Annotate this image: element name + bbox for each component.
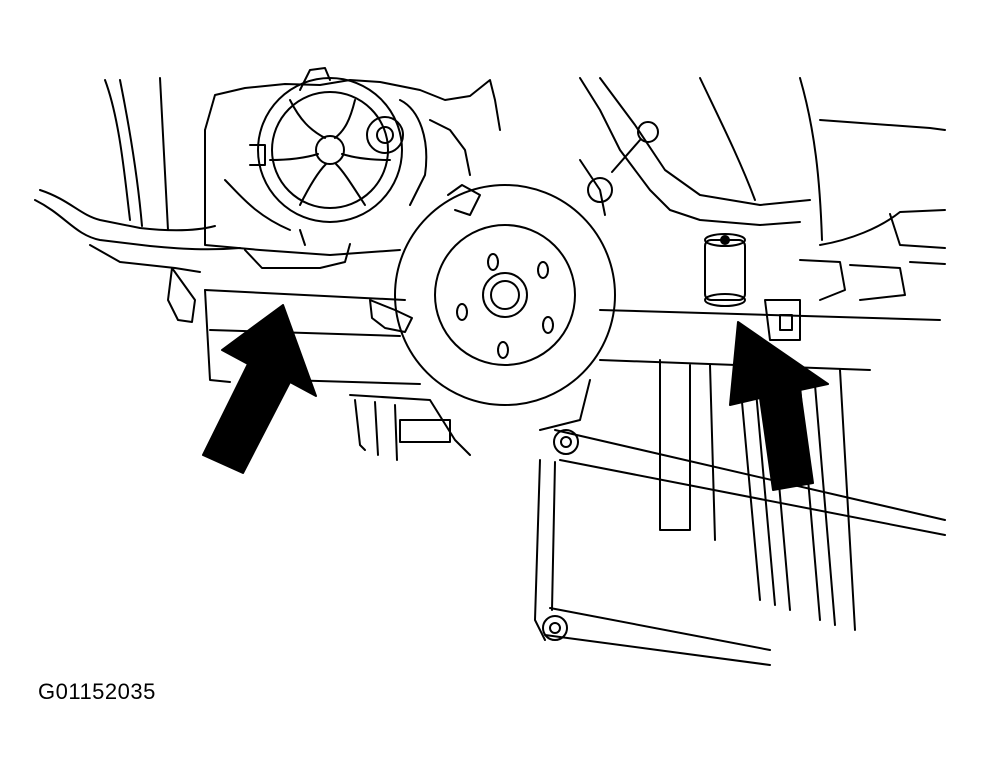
left-indicator-arrow [202,304,317,474]
transmission-housing [204,67,501,269]
brake-rotor [394,184,616,406]
left-body-panel [34,77,241,323]
subframe-rail [204,289,941,631]
strut-mount [704,233,946,341]
right-indicator-arrow [729,321,829,491]
figure-code-label: G01152035 [38,679,156,704]
brake-caliper [369,184,481,333]
right-body-panel [579,77,946,249]
lift-arm [534,429,946,666]
wheel-studs [456,253,554,359]
